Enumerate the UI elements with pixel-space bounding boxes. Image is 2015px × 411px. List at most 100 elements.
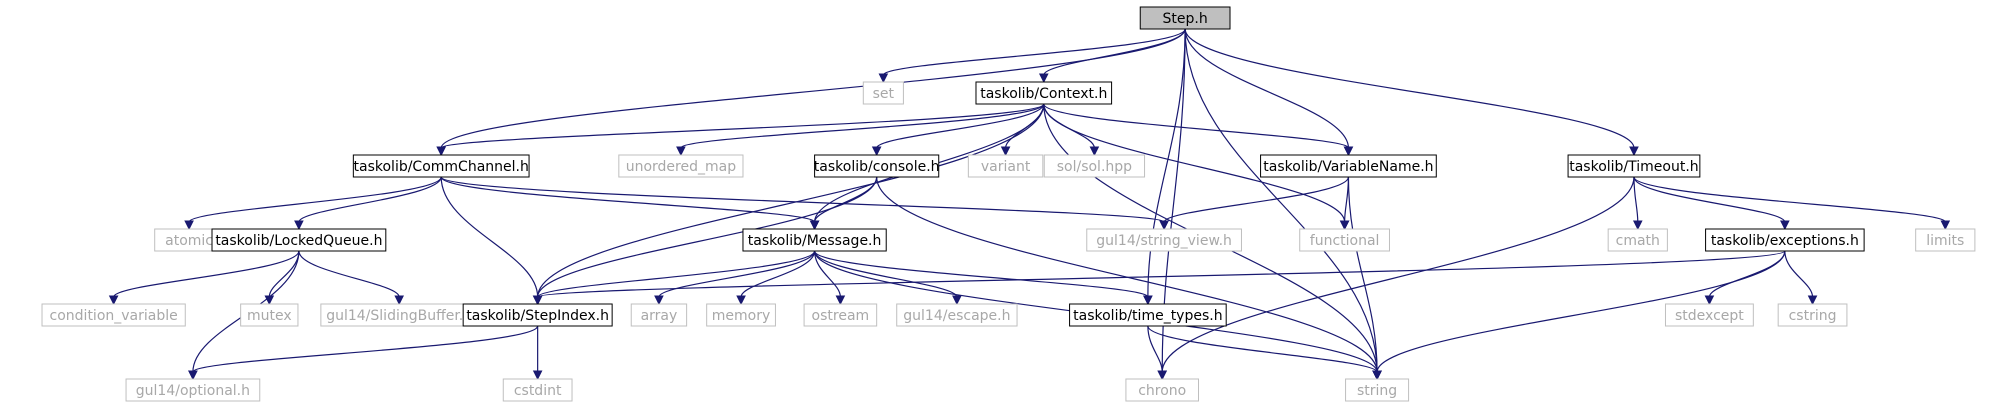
edge-timeout-to-cmath [1632, 176, 1643, 231]
node-cstring: cstring [1777, 303, 1848, 327]
edge-layer [108, 28, 1951, 381]
edge-line [1784, 250, 1814, 298]
node-label: taskolib/Timeout.h [1569, 159, 1698, 175]
edge-message-to-array [654, 250, 816, 306]
edge-commchannel-to-lockedqueue [294, 176, 442, 231]
node-timeout[interactable]: taskolib/Timeout.h [1567, 154, 1701, 178]
node-box [814, 154, 940, 178]
arrowhead-icon [871, 146, 882, 157]
node-limits: limits [1915, 228, 1976, 252]
node-label: taskolib/StepIndex.h [466, 308, 609, 324]
edge-message-to-memory [736, 250, 816, 306]
arrowhead-icon [1780, 220, 1790, 231]
edge-line [1147, 325, 1378, 373]
node-string: string [1345, 378, 1410, 402]
node-condition_variable: condition_variable [41, 303, 186, 327]
node-stdexcept: stdexcept [1664, 303, 1754, 327]
edge-line [1147, 325, 1163, 373]
edge-line [1163, 176, 1350, 223]
edge-variablename-to-string [1347, 176, 1382, 381]
node-label: stdexcept [1675, 308, 1744, 324]
node-exceptions[interactable]: taskolib/exceptions.h [1705, 228, 1865, 252]
arrowhead-icon [1038, 73, 1049, 84]
edge-line [882, 28, 1186, 76]
edge-exceptions-to-stepindex [532, 250, 1786, 306]
edge-line [813, 250, 1149, 298]
node-time_types[interactable]: taskolib/time_types.h [1069, 303, 1227, 327]
edge-context-to-console [871, 103, 1045, 157]
edge-message-to-ostream [813, 250, 846, 306]
node-label: memory [712, 308, 771, 324]
edge-line [1633, 176, 1946, 223]
arrowhead-icon [188, 370, 198, 381]
edge-line [680, 103, 1045, 149]
edge-line [113, 250, 300, 298]
node-message[interactable]: taskolib/Message.h [742, 228, 887, 252]
node-box [1915, 228, 1976, 252]
edge-line [1043, 103, 1350, 149]
arrowhead-icon [394, 295, 404, 306]
node-stepindex[interactable]: taskolib/StepIndex.h [462, 303, 613, 327]
node-step[interactable]: Step.h [1139, 6, 1231, 30]
edge-line [298, 176, 442, 223]
node-box [1705, 228, 1865, 252]
edge-exceptions-to-cstring [1784, 250, 1818, 306]
edge-stepindex-to-cstdint [532, 326, 543, 381]
arrowhead-icon [1339, 220, 1350, 231]
edge-line [1633, 176, 1639, 223]
node-box [1125, 378, 1199, 402]
edge-line [1184, 28, 1350, 149]
edge-line [537, 176, 878, 298]
node-box [240, 303, 299, 327]
edge-message-to-stepindex [532, 250, 816, 306]
node-variant: variant [967, 154, 1044, 178]
node-solhpp: sol/sol.hpp [1043, 154, 1146, 178]
node-commchannel[interactable]: taskolib/CommChannel.h [352, 154, 530, 178]
node-label: taskolib/CommChannel.h [354, 159, 529, 175]
edge-line [440, 103, 1045, 149]
edge-variablename-to-functional [1339, 176, 1350, 231]
arrowhead-icon [1159, 220, 1169, 231]
arrowhead-icon [1089, 146, 1100, 157]
node-box [462, 303, 613, 327]
edge-message-to-escape [813, 250, 962, 306]
node-unordered_map: unordered_map [618, 154, 744, 178]
node-box [1299, 228, 1390, 252]
arrowhead-icon [436, 146, 447, 157]
node-label: taskolib/VariableName.h [1263, 159, 1433, 175]
node-lockedqueue[interactable]: taskolib/LockedQueue.h [211, 228, 387, 252]
node-functional: functional [1299, 228, 1390, 252]
node-box [1567, 154, 1701, 178]
edge-timeout-to-chrono [1157, 176, 1635, 381]
node-cmath: cmath [1607, 228, 1668, 252]
node-label: gul14/escape.h [903, 308, 1010, 324]
node-box [1345, 378, 1410, 402]
edge-line [813, 250, 841, 298]
node-box [41, 303, 186, 327]
node-box [862, 81, 904, 105]
edge-line [740, 250, 816, 298]
node-box [1607, 228, 1668, 252]
node-label: chrono [1138, 383, 1186, 399]
edge-context-to-variablename [1043, 103, 1354, 157]
edge-line [440, 28, 1186, 149]
node-box [1069, 303, 1227, 327]
node-label: sol/sol.hpp [1057, 159, 1132, 175]
node-label: gul14/string_view.h [1096, 233, 1232, 249]
edge-line [1184, 28, 1378, 373]
node-label: array [641, 308, 678, 324]
node-box [630, 303, 688, 327]
edge-line [1633, 176, 1786, 223]
edge-lockedqueue-to-condition_variable [108, 250, 300, 306]
arrowhead-icon [1000, 146, 1011, 157]
edge-commchannel-to-message [440, 176, 820, 231]
edge-stepindex-to-optional [188, 325, 539, 381]
node-label: cstdint [514, 383, 562, 399]
node-context[interactable]: taskolib/Context.h [975, 81, 1113, 105]
arrowhead-icon [1940, 220, 1951, 231]
node-box [742, 228, 887, 252]
node-variablename[interactable]: taskolib/VariableName.h [1260, 154, 1437, 178]
node-console[interactable]: taskolib/console.h [814, 154, 940, 178]
node-box [502, 378, 573, 402]
